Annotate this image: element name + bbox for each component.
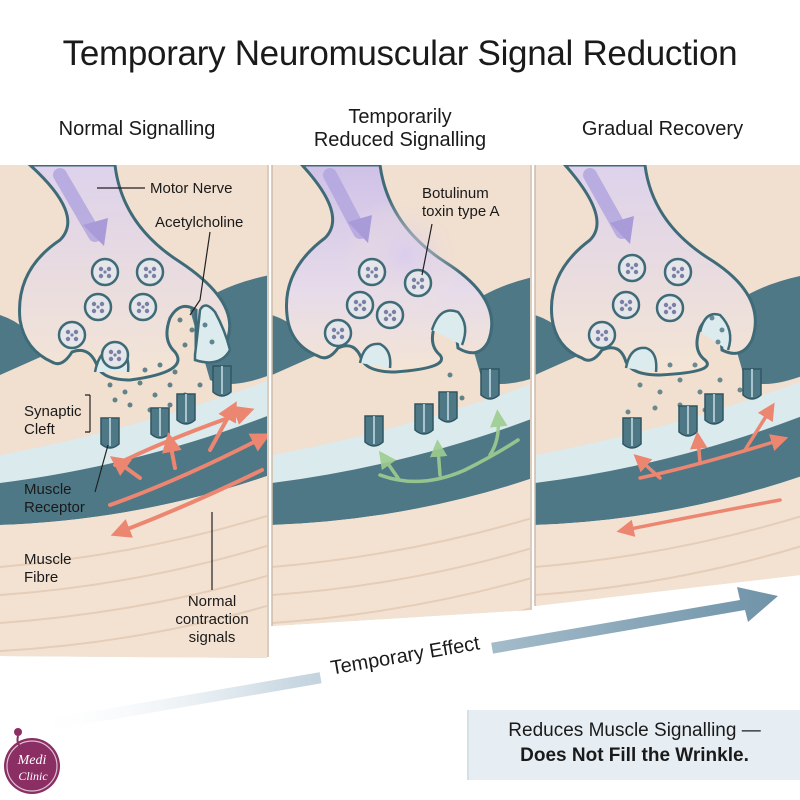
panel-1-normal	[0, 165, 267, 658]
summary-box: Reduces Muscle Signalling — Does Not Fil…	[467, 710, 800, 780]
label-synaptic-cleft-1: Synaptic	[24, 403, 82, 420]
label-normal-signals-2: contraction	[175, 611, 248, 628]
summary-line-2-bold: Does Not Fill the Wrinkle.	[520, 745, 749, 766]
panel-3-recovery	[535, 165, 800, 606]
label-botox-1: Botulinum	[422, 185, 489, 202]
summary-line-2: Does Not Fill the Wrinkle.	[469, 743, 800, 768]
label-synaptic-cleft-2: Cleft	[24, 421, 56, 438]
logo-line-1: Medi	[17, 753, 47, 768]
label-muscle-receptor-2: Receptor	[24, 499, 85, 516]
label-motor-nerve: Motor Nerve	[150, 180, 233, 197]
panel-1-heading: Normal Signalling	[58, 118, 216, 140]
panel-2-heading-line-1: Temporarily	[348, 106, 452, 128]
annotation-leaders	[85, 187, 433, 590]
label-acetylcholine: Acetylcholine	[155, 214, 243, 231]
label-normal-signals-3: signals	[189, 629, 236, 646]
logo-line-2: Clinic	[18, 769, 48, 783]
page-title: Temporary Neuromuscular Signal Reduction	[62, 34, 738, 73]
label-muscle-fibre-2: Fibre	[24, 569, 58, 586]
panel-2-heading: Temporarily Reduced Signalling	[280, 106, 520, 152]
panel-3-heading: Gradual Recovery	[581, 118, 744, 140]
panel-dividers	[267, 165, 536, 657]
summary-line-1: Reduces Muscle Signalling —	[508, 720, 761, 741]
panel-2-reduced	[272, 165, 530, 626]
clinic-logo: Medi Clinic	[4, 728, 60, 794]
panel-2-heading-line-2: Reduced Signalling	[313, 129, 487, 151]
label-botox-2: toxin type A	[422, 203, 500, 220]
label-muscle-receptor-1: Muscle	[24, 481, 72, 498]
label-muscle-fibre-1: Muscle	[24, 551, 72, 568]
label-normal-signals-1: Normal	[188, 593, 236, 610]
